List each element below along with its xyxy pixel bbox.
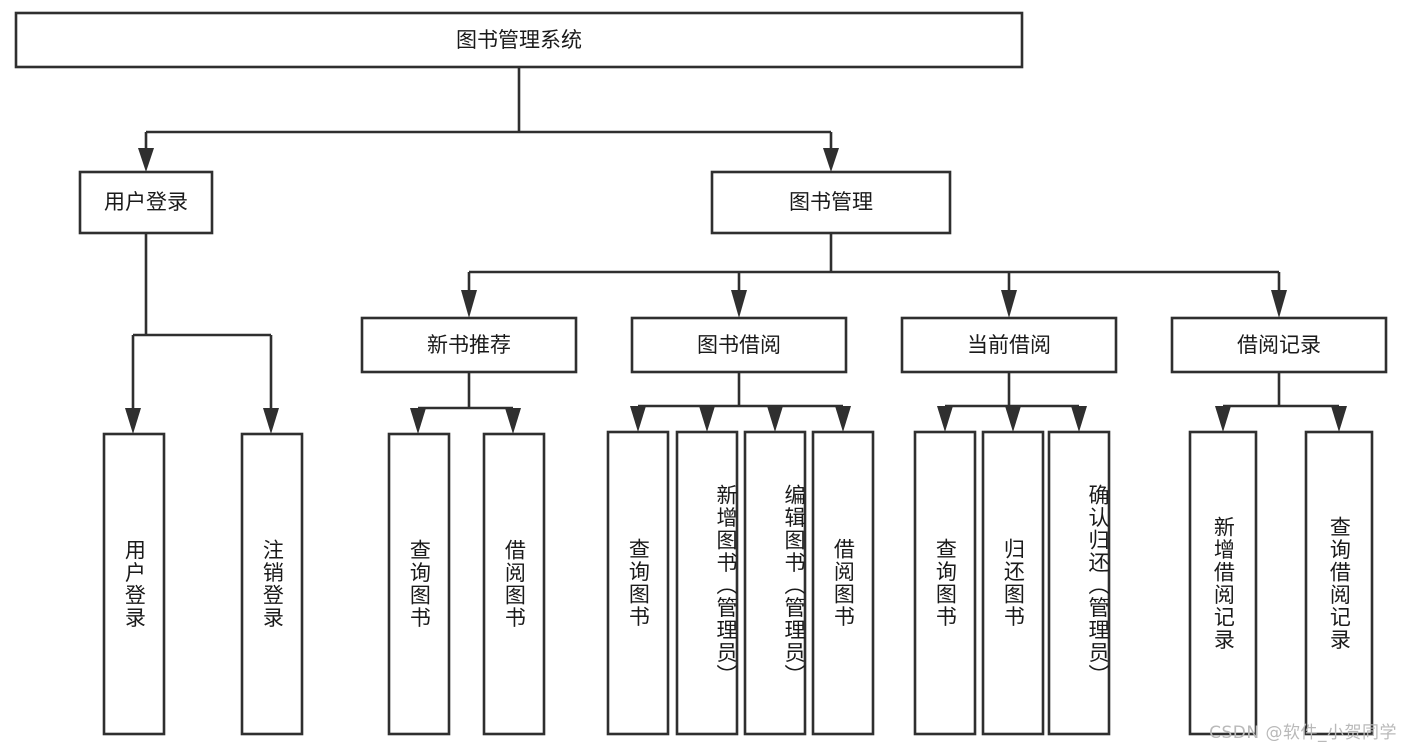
arrow-head-userlogin (138, 148, 154, 172)
arrow-head-leaf-currentborrow-3 (1071, 406, 1087, 432)
arrow-head-newbook (461, 290, 477, 318)
arrow-head-bookborrow (731, 290, 747, 318)
arrow-head-leaf-newbook-1 (410, 408, 426, 434)
csdn-watermark: CSDN @软件_小贺同学 (1209, 723, 1397, 743)
leaf-box-current-borrow-1[interactable] (913, 430, 977, 736)
leaf-box-book-borrow-4[interactable] (811, 430, 875, 736)
arrow-head-leaf-userlogin-1 (125, 408, 141, 434)
arrow-head-leaf-currentborrow-1 (937, 406, 953, 432)
leaf-box-borrow-record-2[interactable] (1304, 430, 1374, 736)
arrow-head-leaf-bookborrow-2 (699, 406, 715, 432)
node-book-borrow-box[interactable] (630, 316, 848, 374)
node-book-management[interactable]: 图书管理 (710, 170, 952, 235)
arrow-head-leaf-borrowrecord-1 (1215, 406, 1231, 432)
arrow-head-leaf-borrowrecord-2 (1331, 406, 1347, 432)
arrow-head-borrowrecord (1271, 290, 1287, 318)
leaf-box-book-borrow-1[interactable] (606, 430, 670, 736)
arrow-head-leaf-newbook-2 (505, 408, 521, 434)
arrow-head-leaf-userlogin-2 (263, 408, 279, 434)
node-current-borrow-box[interactable] (900, 316, 1118, 374)
arrow-head-leaf-bookborrow-4 (835, 406, 851, 432)
node-root[interactable]: 图书管理系统 (14, 11, 1024, 69)
node-book-borrow-label: 图书借阅 (697, 333, 781, 357)
arrow-head-leaf-currentborrow-2 (1005, 406, 1021, 432)
node-root-label: 图书管理系统 (456, 28, 582, 52)
leaf-box-new-book-2[interactable] (482, 432, 546, 736)
leaf-box-borrow-record-1[interactable] (1188, 430, 1258, 736)
leaf-box-user-login-2[interactable] (240, 432, 304, 736)
arrow-head-leaf-bookborrow-3 (767, 406, 783, 432)
node-new-book-recommend[interactable]: 新书推荐 (360, 316, 578, 374)
arrow-head-leaf-bookborrow-1 (630, 406, 646, 432)
leaf-box-book-borrow-3[interactable] (743, 430, 807, 736)
node-book-management-label: 图书管理 (789, 190, 873, 214)
leaf-box-user-login-1[interactable] (102, 432, 166, 736)
leaf-box-new-book-1[interactable] (387, 432, 451, 736)
node-borrow-record[interactable]: 借阅记录 (1170, 316, 1388, 374)
node-new-book-recommend-label: 新书推荐 (427, 333, 511, 357)
arrow-head-currentborrow (1001, 290, 1017, 318)
leaf-box-book-borrow-2[interactable] (675, 430, 739, 736)
leaf-box-current-borrow-3[interactable] (1047, 430, 1111, 736)
node-current-borrow-label: 当前借阅 (967, 333, 1051, 357)
node-borrow-record-label: 借阅记录 (1237, 333, 1321, 357)
node-user-login-label: 用户登录 (104, 190, 188, 214)
node-book-borrow[interactable]: 图书借阅 (630, 316, 848, 374)
node-borrow-record-box[interactable] (1170, 316, 1388, 374)
node-user-login-box[interactable] (78, 170, 214, 235)
node-book-management-box[interactable] (710, 170, 952, 235)
node-new-book-recommend-box[interactable] (360, 316, 578, 374)
connector-group (125, 67, 1347, 434)
node-root-box[interactable] (14, 11, 1024, 69)
arrow-head-bookmgmt (823, 148, 839, 172)
node-current-borrow[interactable]: 当前借阅 (900, 316, 1118, 374)
leaf-box-current-borrow-2[interactable] (981, 430, 1045, 736)
node-user-login[interactable]: 用户登录 (78, 170, 214, 235)
